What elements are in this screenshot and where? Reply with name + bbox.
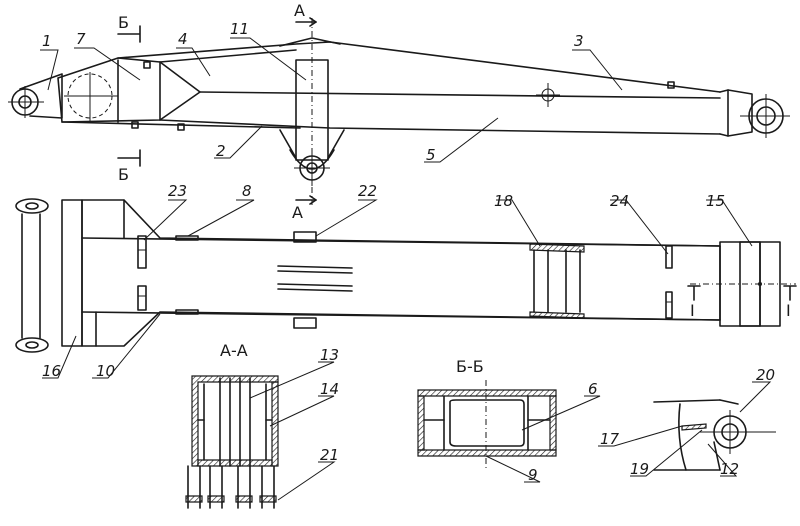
label-20: 20 [756, 366, 775, 384]
top-view [15, 198, 797, 353]
label-2: 2 [216, 142, 226, 160]
label-15: 15 [706, 192, 725, 210]
label-13: 13 [320, 346, 339, 364]
cut-i-right-letter: I [786, 301, 791, 320]
section-b-b [417, 380, 557, 470]
cut-b-top-letter: Б [118, 13, 129, 32]
label-11: 11 [230, 20, 249, 38]
label-19: 19 [630, 460, 649, 478]
label-1: 1 [42, 32, 52, 50]
section-titles: А-А Б-Б А А Б Б I I [118, 1, 791, 376]
label-3: 3 [574, 32, 584, 50]
section-b-b-title: Б-Б [456, 357, 484, 376]
label-7: 7 [76, 30, 86, 48]
cut-i-left-letter: I [690, 301, 695, 320]
label-18: 18 [494, 192, 513, 210]
leader-lines [40, 37, 772, 501]
cut-a-top-letter: А [294, 1, 305, 20]
cut-b-bottom-letter: Б [118, 165, 129, 184]
label-9: 9 [528, 466, 538, 484]
section-i-detail [653, 399, 776, 471]
label-14: 14 [320, 380, 339, 398]
label-8: 8 [242, 182, 252, 200]
section-a-a-title: А-А [220, 341, 248, 360]
label-16: 16 [42, 362, 61, 380]
label-12: 12 [720, 460, 739, 478]
side-view [8, 17, 790, 205]
cut-a-bottom-letter: А [292, 203, 303, 222]
label-4: 4 [178, 30, 188, 48]
label-21: 21 [320, 446, 339, 464]
label-17: 17 [600, 430, 620, 448]
label-22: 22 [358, 182, 377, 200]
label-5: 5 [426, 146, 436, 164]
position-labels: 1 7 4 11 3 2 5 23 8 22 18 24 15 16 10 13… [42, 20, 775, 484]
label-24: 24 [610, 192, 629, 210]
label-23: 23 [168, 182, 187, 200]
label-6: 6 [588, 380, 598, 398]
label-10: 10 [96, 362, 115, 380]
section-a-a [185, 375, 279, 509]
